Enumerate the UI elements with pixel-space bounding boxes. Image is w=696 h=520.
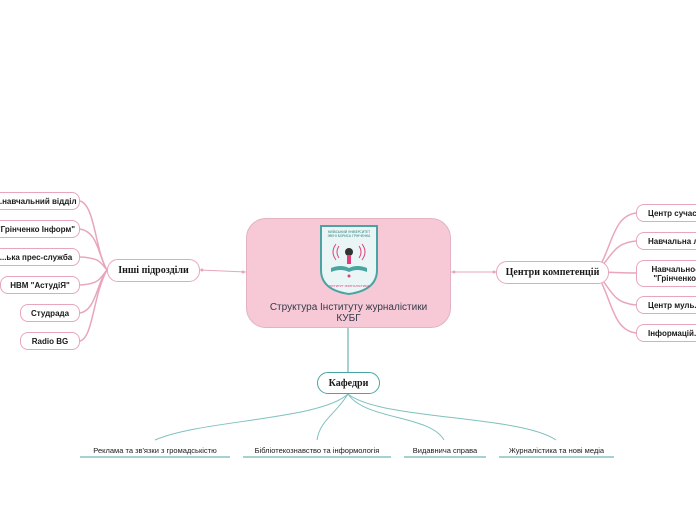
bottom-item-1[interactable]: Реклама та зв'язки з громадськістю	[93, 446, 217, 455]
branch-competence-centers[interactable]: Центри компетенцій	[496, 261, 609, 284]
right-item-2[interactable]: Навчальна л...	[636, 232, 696, 250]
left-item-3[interactable]: ...ька прес-служба	[0, 248, 80, 266]
bottom-item-3[interactable]: Видавнича справа	[412, 446, 478, 455]
left-item-5[interactable]: Студрада	[20, 304, 80, 322]
central-title: Структура Інституту журналістики КУБГ	[269, 302, 428, 324]
right-item-3[interactable]: Навчально-... "Грінченко...	[636, 260, 696, 287]
logo-line-1: КИЇВСЬКИЙ УНІВЕРСИТЕТ	[328, 229, 370, 234]
branch-other-departments[interactable]: Інші підрозділи	[107, 259, 200, 282]
right-item-1[interactable]: Центр сучас...	[636, 204, 696, 222]
left-item-1[interactable]: ...навчальний відділ	[0, 192, 80, 210]
logo-line-2: ІМЕНІ БОРИСА ГРІНЧЕНКА	[328, 234, 372, 238]
right-item-4[interactable]: Центр муль...	[636, 296, 696, 314]
left-item-2[interactable]: "Грінченко Інформ"	[0, 220, 80, 238]
logo-banner: ІНСТИТУТ ЖУРНАЛІСТИКИ	[329, 284, 370, 288]
left-item-6[interactable]: Radio BG	[20, 332, 80, 350]
right-item-5[interactable]: Інформацій...	[636, 324, 696, 342]
institute-logo-icon: КИЇВСЬКИЙ УНІВЕРСИТЕТ ІМЕНІ БОРИСА ГРІНЧ…	[320, 225, 378, 296]
central-topic[interactable]: КИЇВСЬКИЙ УНІВЕРСИТЕТ ІМЕНІ БОРИСА ГРІНЧ…	[246, 218, 451, 328]
left-item-4[interactable]: НВМ "АстудіЯ"	[0, 276, 80, 294]
bottom-item-4[interactable]: Журналістика та нові медіа	[508, 446, 605, 455]
bottom-item-2[interactable]: Бібліотекознавство та інформологія	[254, 446, 380, 455]
branch-departments[interactable]: Кафедри	[317, 372, 380, 394]
